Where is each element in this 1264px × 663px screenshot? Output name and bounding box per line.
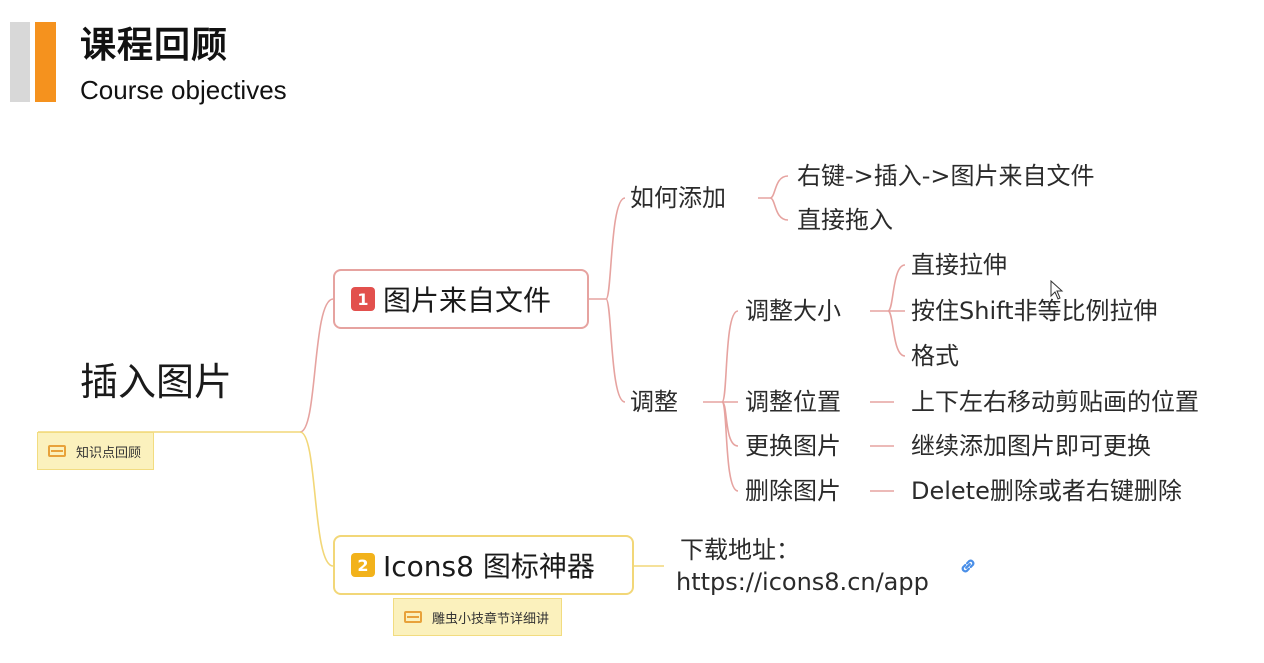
- node-shift-stretch[interactable]: 按住Shift非等比例拉伸: [911, 297, 1158, 325]
- node-move-position[interactable]: 上下左右移动剪贴画的位置: [911, 388, 1199, 416]
- branch-icons8[interactable]: 2 Icons8 图标神器: [333, 535, 634, 595]
- note-icon: [404, 611, 422, 623]
- note-icon: [48, 445, 66, 457]
- branch-label: 图片来自文件: [383, 284, 552, 317]
- node-resize[interactable]: 调整大小: [745, 297, 841, 325]
- connector-add-children: [758, 175, 789, 221]
- root-note-label: 知识点回顾: [76, 445, 142, 461]
- node-position[interactable]: 调整位置: [745, 388, 841, 416]
- root-note[interactable]: 知识点回顾: [37, 432, 155, 470]
- node-delete-method[interactable]: Delete删除或者右键删除: [911, 477, 1182, 505]
- download-label: 下载地址：: [680, 536, 800, 564]
- connector-root-b2: [299, 431, 334, 567]
- node-stretch[interactable]: 直接拉伸: [911, 251, 1007, 279]
- page-title: 课程回顾: [80, 25, 229, 66]
- node-right-click-insert[interactable]: 右键->插入->图片来自文件: [797, 162, 1095, 190]
- connector-root-b1: [299, 298, 334, 433]
- connector-b1-level2: [589, 197, 626, 403]
- branch-number-badge: 1: [351, 287, 375, 311]
- branch2-note[interactable]: 雕虫小技章节详细讲: [393, 598, 563, 636]
- branch-label: Icons8 图标神器: [383, 550, 595, 583]
- branch-number-badge: 2: [351, 553, 375, 577]
- mindmap-root[interactable]: 插入图片: [80, 360, 233, 404]
- branch-image-from-file[interactable]: 1 图片来自文件: [333, 269, 589, 329]
- mouse-cursor-icon: [1050, 280, 1064, 300]
- header-accent-orange: [35, 22, 56, 102]
- link-icon[interactable]: [957, 555, 979, 577]
- connector-adjust-children: [703, 310, 739, 492]
- node-delete[interactable]: 删除图片: [745, 477, 841, 505]
- node-continue-add[interactable]: 继续添加图片即可更换: [911, 432, 1151, 460]
- node-drag-in[interactable]: 直接拖入: [797, 206, 893, 234]
- header-accent-gray: [10, 22, 30, 102]
- connector-resize-children: [870, 264, 906, 357]
- node-adjust[interactable]: 调整: [630, 388, 678, 416]
- branch2-note-label: 雕虫小技章节详细讲: [432, 611, 550, 627]
- page-subtitle: Course objectives: [80, 75, 287, 105]
- node-how-to-add[interactable]: 如何添加: [630, 184, 726, 212]
- node-format[interactable]: 格式: [911, 342, 959, 370]
- node-replace[interactable]: 更换图片: [745, 432, 841, 460]
- download-url[interactable]: https://icons8.cn/app: [676, 568, 929, 596]
